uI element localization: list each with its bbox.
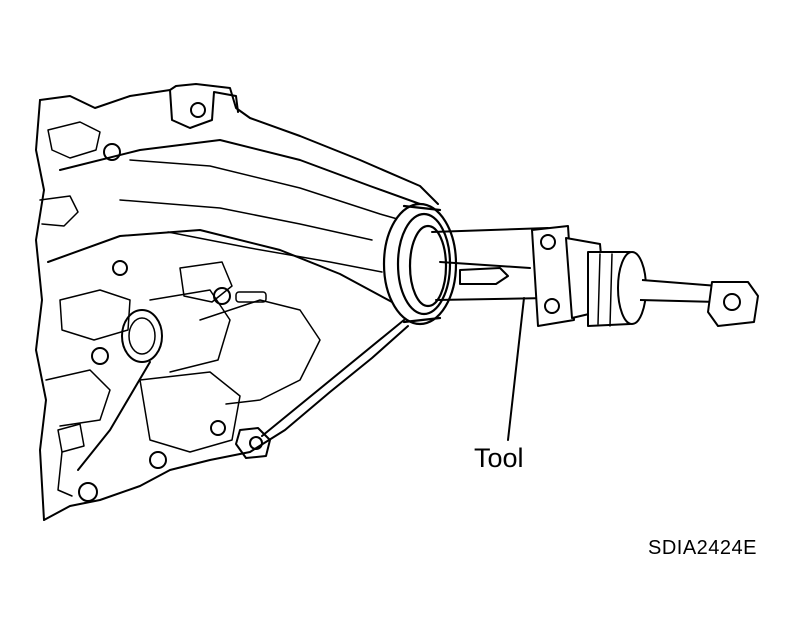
leader-lines [77, 319, 405, 471]
tool-callout-label: Tool [474, 443, 524, 473]
transmission-case [35, 83, 439, 521]
figure-id-label: SDIA2424E [648, 537, 758, 559]
extension-housing-flange [382, 202, 458, 326]
case-bolts [78, 143, 271, 502]
puller-tool [431, 225, 759, 441]
